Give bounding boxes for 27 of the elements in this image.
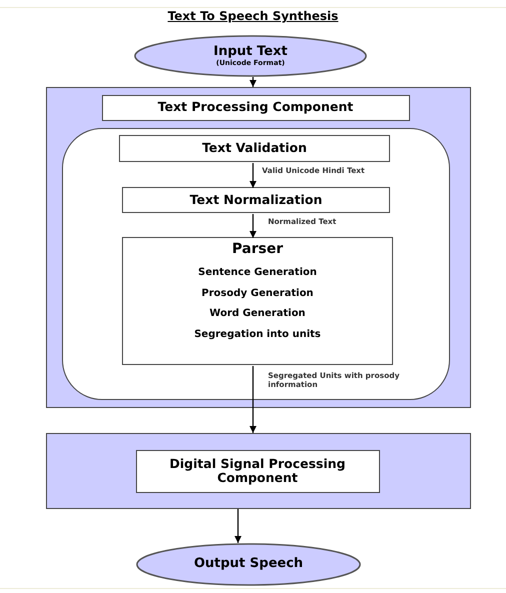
arrow — [250, 366, 256, 433]
diagram-title: Text To Speech Synthesis — [166, 9, 340, 23]
process-box — [119, 135, 390, 162]
node-label: Output Speech — [194, 557, 304, 572]
component-panel — [46, 433, 471, 509]
terminal-ellipse — [134, 35, 367, 77]
arrow — [250, 163, 256, 188]
arrow — [250, 214, 256, 238]
node-label: Text Normalization — [190, 192, 322, 208]
arrow — [250, 77, 256, 87]
parser-step: Sentence Generation — [198, 267, 317, 279]
parser-step: Prosody Generation — [202, 288, 314, 300]
rounded-region — [62, 128, 450, 400]
component-panel — [46, 87, 471, 408]
process-box — [122, 187, 390, 213]
process-box — [136, 450, 380, 492]
node-label: Text Processing Component — [158, 100, 354, 115]
parser-step: Word Generation — [210, 308, 306, 320]
arrow — [234, 509, 242, 543]
terminal-ellipse — [136, 543, 361, 586]
parser-step: Segregation into units — [194, 328, 321, 340]
process-box — [122, 237, 393, 365]
process-box — [102, 94, 410, 120]
node-label: Text Validation — [202, 141, 307, 156]
node-label: Input Text — [214, 44, 288, 60]
node-label: Digital Signal Processing Component — [168, 456, 346, 486]
parser-heading: Parser — [232, 241, 283, 258]
